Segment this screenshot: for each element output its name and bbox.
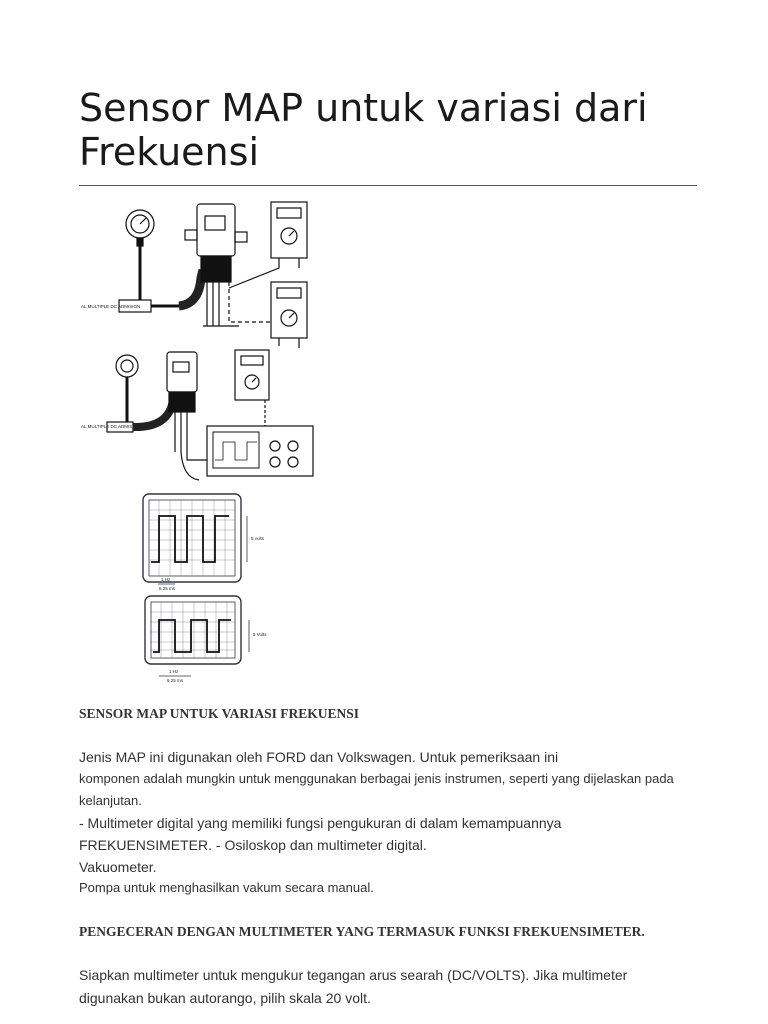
paragraph-2-line-1: Siapkan multimeter untuk mengukur tegang… bbox=[79, 967, 628, 983]
multimeter-dc-icon bbox=[270, 201, 308, 259]
page-title-line-1: Sensor MAP untuk variasi dari bbox=[79, 86, 648, 130]
map-sensor-test-figure: AL MULTIPLE DC ADMISION AL MULTIPLE DC A… bbox=[79, 198, 319, 689]
page-title-line-2: Frekuensi bbox=[79, 130, 259, 174]
paragraph-1-line-3: kelanjutan. bbox=[79, 793, 142, 808]
paragraph-1-line-6: Vakuometer. bbox=[79, 859, 157, 875]
scope-1-volts-label: 5 volts bbox=[251, 536, 265, 541]
scope-screen-2-icon bbox=[144, 595, 242, 665]
section-heading-sensor-map: SENSOR MAP UNTUK VARIASI FREKUENSI bbox=[79, 706, 360, 721]
paragraph-1-line-2: komponen adalah mungkin untuk menggunaka… bbox=[79, 771, 674, 786]
section-heading-pengeceran: PENGECERAN DENGAN MULTIMETER YANG TERMAS… bbox=[79, 924, 645, 939]
scope-screen-1-icon bbox=[142, 493, 242, 583]
paragraph-1-line-5: FREKUENSIMETER. - Osiloskop dan multimet… bbox=[79, 837, 427, 853]
paragraph-1-line-7: Pompa untuk menghasilkan vakum secara ma… bbox=[79, 880, 374, 895]
scope-2-time-label: 6.25 ms bbox=[167, 678, 184, 683]
page-title: Sensor MAP untuk variasi dari Frekuensi bbox=[79, 0, 697, 174]
scope-2-volts-label: 5 Volts bbox=[253, 632, 267, 637]
diagram-2-label: AL MULTIPLE DC ADMISION bbox=[81, 424, 140, 429]
wiring-diagram-image: AL MULTIPLE DC ADMISION AL MULTIPLE DC A… bbox=[81, 201, 314, 683]
document-page: Sensor MAP untuk variasi dari Frekuensi bbox=[79, 0, 697, 186]
paragraph-2-line-2: digunakan bukan autorango, pilih skala 2… bbox=[79, 990, 371, 1006]
title-divider bbox=[79, 185, 697, 186]
diagram-1-label: AL MULTIPLE DC ADMISION bbox=[81, 304, 140, 309]
paragraph-1-line-4: - Multimeter digital yang memiliki fungs… bbox=[79, 815, 562, 831]
paragraph-1-line-1: Jenis MAP ini digunakan oleh FORD dan Vo… bbox=[79, 749, 559, 765]
vacuum-gauge-2-icon bbox=[115, 354, 139, 378]
scope-1-time-label: 6.25 ms bbox=[159, 586, 176, 591]
scope-1-freq-label: 1 Hz bbox=[161, 577, 171, 582]
scope-2-freq-label: 1 Hz bbox=[169, 669, 179, 674]
